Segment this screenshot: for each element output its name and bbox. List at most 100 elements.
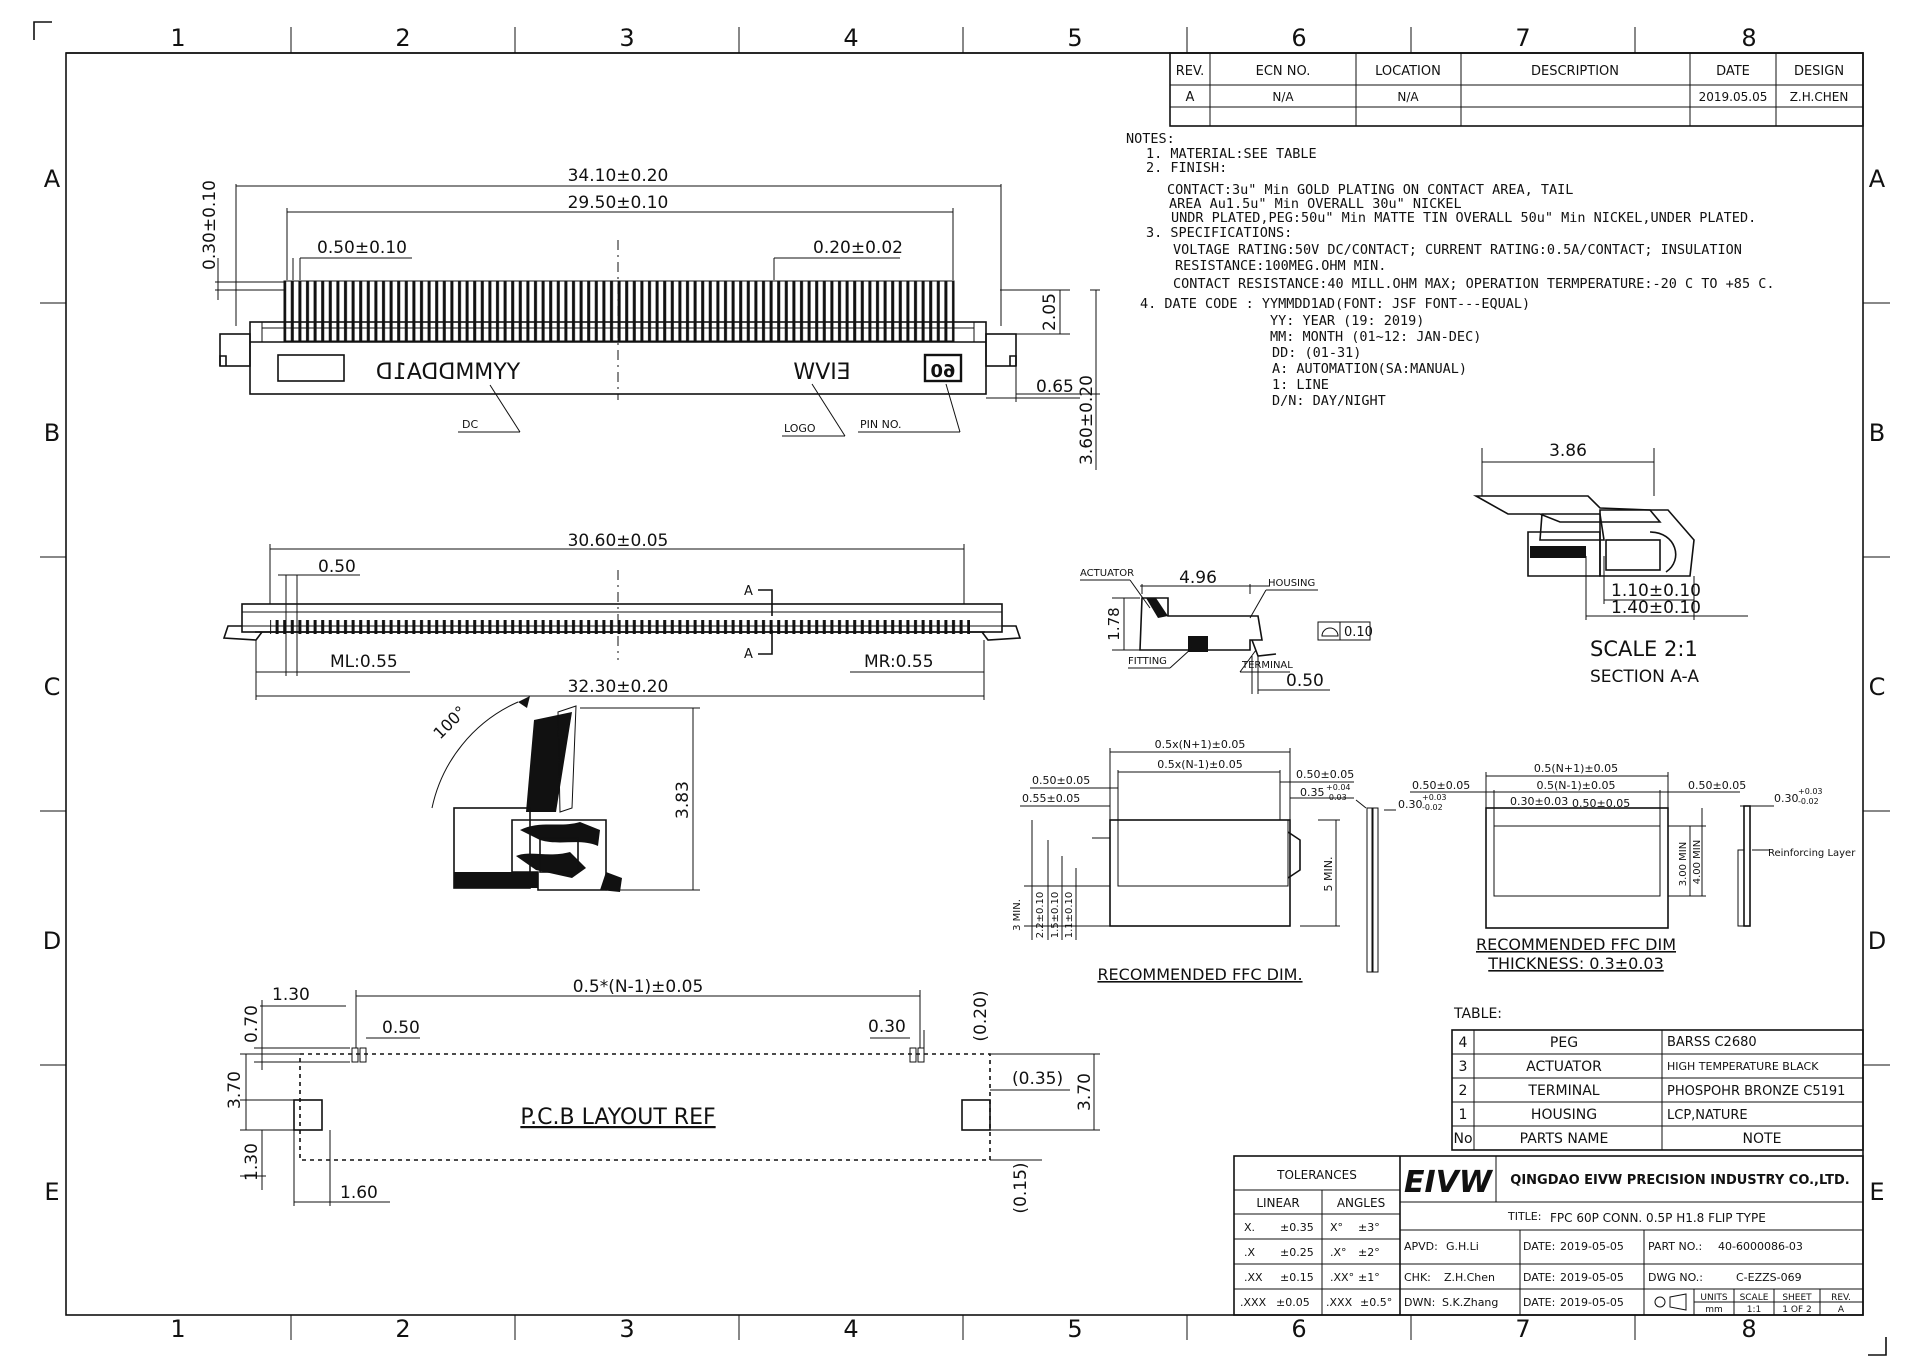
mat-row-4-part: HOUSING — [1531, 1107, 1597, 1123]
sheet-label: SHEET — [1782, 1293, 1812, 1303]
chk-label: CHK: — [1404, 1271, 1431, 1284]
title-block: TOLERANCES LINEAR ANGLES X. ±0.35 X° ±3°… — [1233, 1155, 1864, 1316]
date-label-1: DATE: — [1523, 1240, 1555, 1253]
zone-col-1: 1 — [170, 24, 185, 52]
note-4-mm: MM: MONTH (01~12: JAN-DEC) — [1270, 329, 1481, 345]
ffc1-dim-15: 1.5±0.10 — [1050, 892, 1061, 939]
mat-row-1-note: BARSS C2680 — [1667, 1035, 1757, 1050]
date-value-2: 2019-05-05 — [1560, 1271, 1624, 1284]
ffc1-caption: RECOMMENDED FFC DIM. — [1097, 965, 1302, 984]
pcb-pitch-span: 0.5*(N-1)±0.05 — [573, 977, 704, 997]
apvd-label: APVD: — [1404, 1240, 1438, 1253]
date-value-1: 2019-05-05 — [1560, 1240, 1624, 1253]
ffc2-dim-f: 0.50±0.05 — [1572, 797, 1630, 810]
ffc2-caption: RECOMMENDED FFC DIM — [1476, 935, 1676, 954]
apvd-value: G.H.Li — [1446, 1240, 1479, 1253]
tol-linear-3-key: .XX — [1244, 1271, 1263, 1284]
tol-linear-4-val: ±0.05 — [1276, 1296, 1310, 1309]
rev-header-location: LOCATION — [1375, 64, 1441, 79]
dim-height-pin: 2.05 — [1040, 293, 1060, 331]
zone-col-8: 8 — [1741, 24, 1756, 52]
units-value: mm — [1705, 1305, 1723, 1315]
material-table-label: TABLE: — [1453, 1006, 1502, 1022]
dim-side-width: 4.96 — [1179, 568, 1217, 588]
label-terminal: TERMINAL — [1241, 660, 1293, 671]
ffc1-dim-11: 1.1±0.10 — [1064, 892, 1075, 939]
ffc2-thk-right-plus: +0.03 — [1798, 787, 1823, 796]
dim-front-span: 30.60±0.05 — [568, 531, 669, 551]
pcb-dim-015: (0.15) — [1011, 1162, 1031, 1213]
rev-header-ecn: ECN NO. — [1256, 64, 1311, 79]
marking-pin-no: 60 — [930, 361, 955, 382]
tol-linear-1-key: X. — [1244, 1221, 1255, 1234]
pcb-dim-020: (0.20) — [971, 990, 991, 1041]
marking-logo: EIVW — [793, 360, 850, 385]
rev-header-rev: REV. — [1176, 64, 1205, 79]
rev-location-value: N/A — [1397, 90, 1419, 104]
ffc2-thk-right-minus: -0.02 — [1798, 797, 1819, 806]
tol-linear-1-val: ±0.35 — [1280, 1221, 1314, 1234]
mat-row-4-no: 1 — [1459, 1107, 1468, 1123]
rev-header-date: DATE — [1716, 64, 1750, 79]
ffc1-thk-plus: +0.04 — [1326, 783, 1351, 792]
dim-flip-angle: 100° — [429, 702, 470, 743]
ffc2-thk-left-minus: -0.02 — [1422, 803, 1443, 812]
ffc1-dim-e: 0.50±0.05 — [1296, 768, 1354, 781]
dwg-label: DWG NO.: — [1648, 1271, 1703, 1284]
dim-ml: ML:0.55 — [330, 652, 398, 672]
rev-header-design: DESIGN — [1794, 64, 1844, 79]
section-view: 3.86 1.10±0.10 1.40±0.10 SCALE 2:1 SECTI… — [1472, 441, 1748, 687]
ffc2-thickness: THICKNESS: 0.3±0.03 — [1487, 954, 1664, 973]
date-label-2: DATE: — [1523, 1271, 1555, 1284]
dim-pitch: 0.50±0.10 — [317, 238, 407, 258]
zone-row-a: A — [44, 165, 61, 193]
ffc2-dim-c: 0.50±0.05 — [1412, 779, 1470, 792]
pcb-dim-050: 0.50 — [382, 1018, 420, 1038]
note-3-line-1: VOLTAGE RATING:50V DC/CONTACT; CURRENT R… — [1173, 242, 1742, 258]
dim-flatness: 0.10 — [1344, 625, 1373, 640]
ffc-dim-2: 0.5(N+1)±0.05 0.5(N-1)±0.05 0.50±0.05 0.… — [1371, 762, 1856, 973]
pcb-dim-370-left: 3.70 — [225, 1071, 245, 1109]
tol-angle-1-val: ±3° — [1358, 1221, 1380, 1234]
dim-depth: 3.60±0.20 — [1077, 375, 1097, 465]
dim-section-b: 1.40±0.10 — [1611, 598, 1701, 618]
flip-view: 100° 3.83 — [429, 696, 700, 892]
zone-row-c-right: C — [1869, 673, 1886, 701]
tol-linear-3-val: ±0.15 — [1280, 1271, 1314, 1284]
mat-row-3-no: 2 — [1459, 1083, 1468, 1099]
ffc1-min-5: 5 MIN. — [1322, 857, 1335, 892]
tol-linear-2-key: .X — [1244, 1246, 1255, 1259]
note-4-yy: YY: YEAR (19: 2019) — [1270, 313, 1424, 329]
top-view: YYMMDDA1D EIVW 60 34.10±0.20 29.50±0.10 … — [200, 166, 1100, 470]
zone-col-3-bottom: 3 — [619, 1315, 634, 1343]
mat-row-1-part: PEG — [1550, 1035, 1578, 1051]
zone-col-2: 2 — [395, 24, 410, 52]
dwn-label: DWN: — [1404, 1296, 1435, 1309]
dim-pin-span: 29.50±0.10 — [568, 193, 669, 213]
rev-value: A — [1186, 90, 1195, 105]
zone-row-b-right: B — [1869, 419, 1885, 447]
ffc1-dim-d: 0.55±0.05 — [1022, 792, 1080, 805]
rev-design-value: Z.H.CHEN — [1790, 90, 1849, 104]
ffc-dim-1: 0.5x(N+1)±0.05 0.5x(N-1)±0.05 0.50±0.05 … — [1012, 738, 1374, 984]
part-label: PART NO.: — [1648, 1240, 1702, 1253]
notes-block: NOTES: 1. MATERIAL:SEE TABLE 2. FINISH: … — [1126, 131, 1774, 409]
units-label: UNITS — [1700, 1293, 1727, 1303]
label-housing: HOUSING — [1268, 578, 1315, 589]
zone-row-a-right: A — [1869, 165, 1886, 193]
mat-row-3-note: PHOSPOHR BRONZE C5191 — [1667, 1084, 1845, 1099]
dim-pin-thickness: 0.30±0.10 — [200, 180, 220, 270]
dim-section-width: 3.86 — [1549, 441, 1587, 461]
pcb-title: P.C.B LAYOUT REF — [520, 1105, 715, 1130]
zone-col-8-bottom: 8 — [1741, 1315, 1756, 1343]
mat-row-2-note: HIGH TEMPERATURE BLACK — [1667, 1060, 1819, 1073]
title-value: FPC 60P CONN. 0.5P H1.8 FLIP TYPE — [1550, 1211, 1766, 1225]
section-mark-bottom: A — [744, 647, 753, 662]
tol-angle-4-key: .XXX — [1326, 1296, 1353, 1309]
part-value: 40-6000086-03 — [1718, 1240, 1803, 1253]
pcb-dim-370-right: 3.70 — [1075, 1073, 1095, 1111]
tol-angle-2-val: ±2° — [1358, 1246, 1380, 1259]
mat-row-1-no: 4 — [1459, 1035, 1468, 1051]
pcb-dim-130: 1.30 — [272, 985, 310, 1005]
label-actuator: ACTUATOR — [1080, 568, 1134, 579]
